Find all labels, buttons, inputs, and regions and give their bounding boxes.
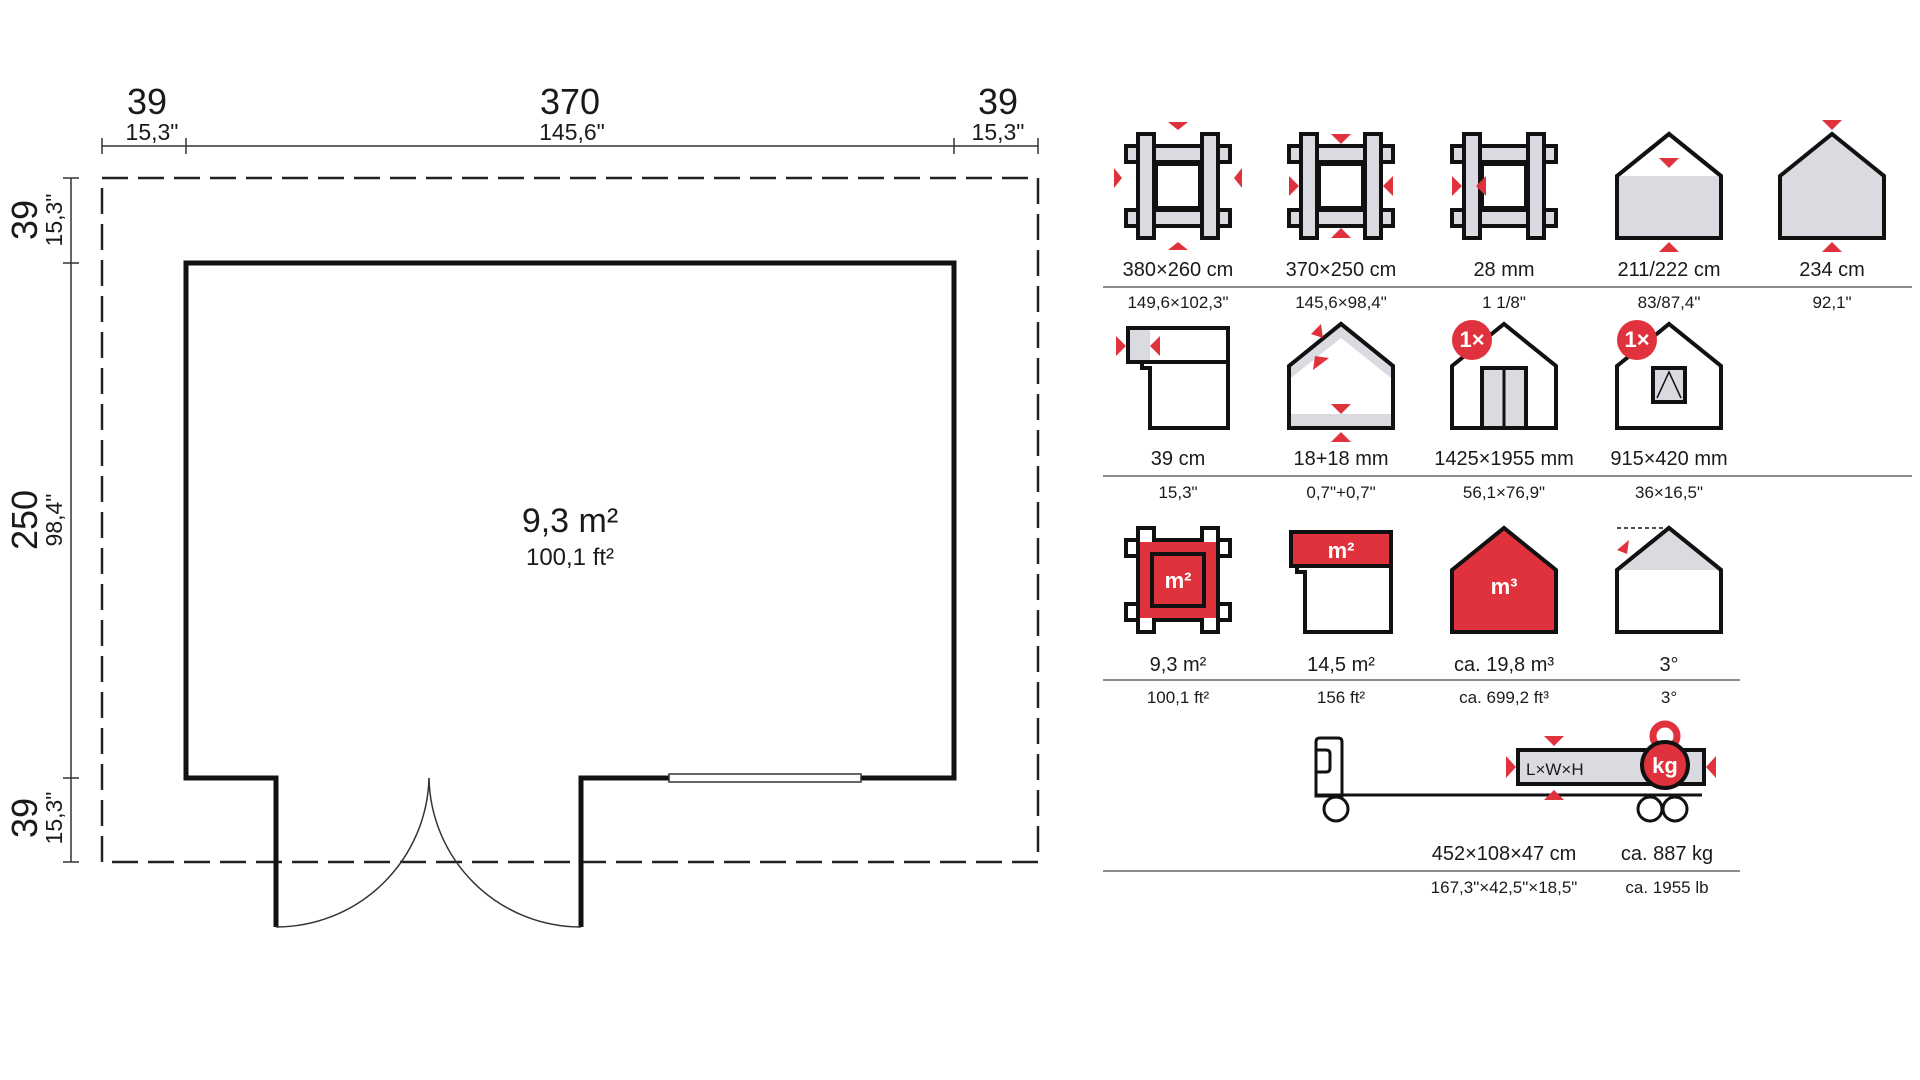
badge-text: 1×	[1624, 327, 1649, 352]
package-dims-text: L×W×H	[1526, 760, 1584, 779]
spec-sublabel: 3°	[1661, 688, 1677, 707]
spec-roof-floor-thickness	[1287, 322, 1395, 442]
spec-sublabel: ca. 1955 lb	[1625, 878, 1708, 897]
spec-sublabel: 56,1×76,9"	[1463, 483, 1545, 502]
floor-plan: 39 15,3" 370 145,6" 39 15,3" 39 15,3" 25…	[4, 81, 1040, 928]
walls-right-door-side	[578, 775, 669, 927]
floor-area-ft2: 100,1 ft²	[526, 544, 614, 571]
spec-roof-pitch	[1615, 526, 1723, 634]
quantity-badge	[1617, 320, 1657, 360]
spec-window: 1×	[1615, 320, 1723, 430]
dim-side-top-in: 15,3"	[41, 194, 67, 247]
icon-text: m³	[1491, 574, 1518, 599]
spec-sublabel: 92,1"	[1812, 293, 1851, 312]
spec-label: 915×420 mm	[1610, 448, 1727, 470]
spec-wall-thickness	[1450, 132, 1558, 240]
spec-roof-area: m²	[1289, 530, 1393, 634]
dim-left-in: 15,3"	[126, 119, 179, 145]
dim-side-top-cm: 39	[4, 200, 45, 240]
spec-label: 380×260 cm	[1123, 259, 1234, 281]
dim-left-cm: 39	[127, 81, 167, 122]
spec-inner-dimensions	[1287, 132, 1395, 240]
spec-label: 3°	[1659, 654, 1678, 676]
house-icon	[1778, 132, 1886, 240]
quantity-badge	[1452, 320, 1492, 360]
spec-label: ca. 887 kg	[1621, 843, 1713, 865]
spec-sublabel: 156 ft²	[1317, 688, 1366, 707]
icon-text: kg	[1652, 753, 1678, 778]
log-frame-icon	[1287, 132, 1395, 240]
spec-outer-dimensions	[1114, 122, 1242, 250]
spec-roof-overhang	[1116, 326, 1230, 430]
roof-outline	[100, 176, 1040, 864]
log-frame-icon	[1124, 132, 1232, 240]
spec-sublabel: 1 1/8"	[1482, 293, 1526, 312]
spec-sublabel: 83/87,4"	[1638, 293, 1701, 312]
spec-door: 1×	[1450, 320, 1558, 430]
spec-label: 39 cm	[1151, 448, 1205, 470]
spec-wall-heights	[1615, 132, 1723, 252]
dim-mid-cm: 370	[540, 81, 600, 122]
spec-label: 14,5 m²	[1307, 654, 1375, 676]
dim-mid-in: 145,6"	[539, 119, 605, 145]
spec-sublabel: 100,1 ft²	[1147, 688, 1210, 707]
spec-sublabel: 167,3"×42,5"×18,5"	[1431, 878, 1578, 897]
spec-label: 370×250 cm	[1286, 259, 1397, 281]
dim-side-bot-in: 15,3"	[41, 792, 67, 845]
spec-floor-area: m²	[1124, 526, 1232, 634]
truck-icon	[1314, 736, 1702, 823]
window	[668, 773, 862, 783]
spec-label: 211/222 cm	[1617, 259, 1720, 281]
spec-label: 9,3 m²	[1150, 654, 1207, 676]
spec-package-truck: L×W×H kg	[1314, 720, 1716, 823]
walls	[183, 260, 957, 927]
log-frame-icon	[1450, 132, 1558, 240]
spec-sublabel: 15,3"	[1158, 483, 1197, 502]
spec-sublabel: 145,6×98,4"	[1295, 293, 1387, 312]
icon-text: m²	[1328, 538, 1355, 563]
spec-label: 1425×1955 mm	[1434, 448, 1574, 470]
double-door	[275, 777, 582, 928]
spec-sublabel: 149,6×102,3"	[1127, 293, 1228, 312]
dim-side-mid-in: 98,4"	[41, 494, 67, 547]
badge-text: 1×	[1459, 327, 1484, 352]
spec-sublabel: 0,7"+0,7"	[1306, 483, 1375, 502]
dim-side-mid-cm: 250	[4, 490, 45, 550]
weight-icon: kg	[1640, 720, 1690, 790]
side-dimension: 39 15,3" 250 98,4" 39 15,3"	[4, 177, 79, 863]
spec-ridge-height	[1778, 120, 1886, 252]
floor-area-m2: 9,3 m²	[522, 502, 618, 540]
spec-label: 28 mm	[1473, 259, 1534, 281]
spec-label: 452×108×47 cm	[1432, 843, 1577, 865]
dim-right-cm: 39	[978, 81, 1018, 122]
spec-sublabel: 36×16,5"	[1635, 483, 1703, 502]
spec-label: 18+18 mm	[1293, 448, 1388, 470]
spec-label: ca. 19,8 m³	[1454, 654, 1554, 676]
spec-sublabel: ca. 699,2 ft³	[1459, 688, 1549, 707]
spec-grid: 380×260 cm 149,6×102,3" 370×250 cm 145,6…	[1103, 120, 1912, 897]
spec-label: 234 cm	[1799, 259, 1865, 281]
dim-right-in: 15,3"	[972, 119, 1025, 145]
top-dimension: 39 15,3" 370 145,6" 39 15,3"	[101, 81, 1039, 154]
spec-volume: m³	[1450, 526, 1558, 634]
icon-text: m²	[1165, 568, 1192, 593]
dim-side-bot-cm: 39	[4, 798, 45, 838]
